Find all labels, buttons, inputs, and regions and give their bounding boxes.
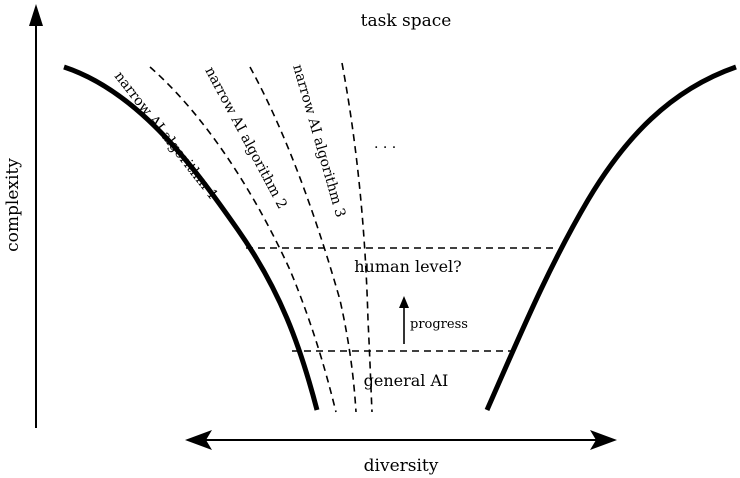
progress-arrowhead-icon xyxy=(399,296,409,308)
progress-label: progress xyxy=(410,317,468,332)
narrow-ai-curve-1 xyxy=(149,66,337,413)
narrow-ai-label-3: narrow AI algorithm 3 xyxy=(289,63,348,220)
right-boundary-curve xyxy=(484,64,737,412)
more-algorithms-ellipsis: . . . xyxy=(374,136,396,152)
narrow-ai-curve-3 xyxy=(341,62,373,413)
narrow-ai-label-1: narrow AI algorithm 1 xyxy=(111,69,221,204)
x-axis xyxy=(185,430,617,450)
x-axis-label: diversity xyxy=(364,456,439,476)
diagram-title: task space xyxy=(361,11,452,31)
y-axis-arrowhead-icon xyxy=(29,4,43,26)
general-ai-label: general AI xyxy=(364,371,449,390)
human-level-label: human level? xyxy=(354,257,462,276)
narrow-ai-curve-2 xyxy=(249,66,357,413)
x-axis-right-arrowhead-icon xyxy=(590,430,617,450)
left-boundary-curve xyxy=(63,64,320,411)
y-axis xyxy=(29,4,43,428)
progress-indicator xyxy=(399,296,409,344)
y-axis-label: complexity xyxy=(3,158,23,252)
x-axis-left-arrowhead-icon xyxy=(185,430,212,450)
